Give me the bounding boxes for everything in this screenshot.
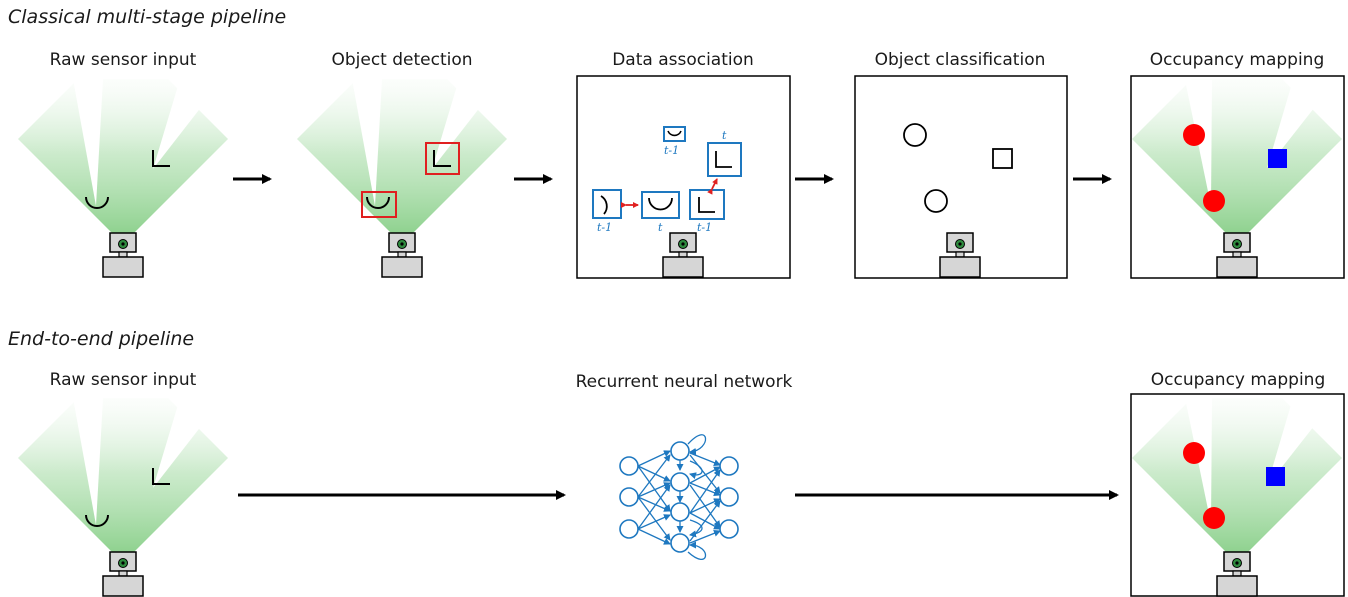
label-raw-sensor-input: Raw sensor input [49,50,197,70]
robot-icon [381,232,423,278]
occupied-circle [1183,124,1205,146]
time-label-t-minus-1: t-1 [664,144,679,157]
square-object [992,148,1013,169]
panel-object-classification [854,75,1068,279]
occupied-circle [1183,442,1205,464]
panel-object-detection [297,79,507,278]
track-box [641,191,680,219]
track-box [663,126,686,142]
label-object-detection: Object detection [331,50,473,70]
circle-object [903,123,927,147]
panel-occupancy-mapping-e2e [1130,393,1345,597]
occupied-square [1266,467,1285,486]
label-object-classification: Object classification [874,50,1046,70]
label-data-association: Data association [612,50,754,70]
detection-box [425,142,460,175]
time-label-t: t [658,221,663,234]
panel-raw-sensor-input [18,79,228,278]
detection-box [361,191,397,218]
track-box [707,142,742,177]
section-title-classical: Classical multi-stage pipeline [8,6,287,28]
panel-data-association: t-1 t t-1 t t-1 [576,75,791,279]
time-label-t-minus-1: t-1 [697,221,712,234]
panel-raw-sensor-input-e2e [18,398,228,597]
label-occupancy-mapping: Occupancy mapping [1149,50,1325,70]
time-label-t: t [722,129,727,142]
label-raw-sensor-input-e2e: Raw sensor input [49,370,197,390]
panel-occupancy-mapping [1130,75,1345,279]
occupied-circle [1203,507,1225,529]
occupied-square [1268,149,1287,168]
robot-icon [102,232,144,278]
circle-object [924,189,948,213]
label-occupancy-mapping-e2e: Occupancy mapping [1150,370,1326,390]
neural-network-icon [619,434,739,560]
label-recurrent-neural-network: Recurrent neural network [575,372,793,392]
robot-icon [102,551,144,597]
section-title-end-to-end: End-to-end pipeline [8,328,195,350]
association-arrow [707,178,718,195]
track-box [689,189,725,220]
time-label-t-minus-1: t-1 [597,221,612,234]
occupied-circle [1203,190,1225,212]
